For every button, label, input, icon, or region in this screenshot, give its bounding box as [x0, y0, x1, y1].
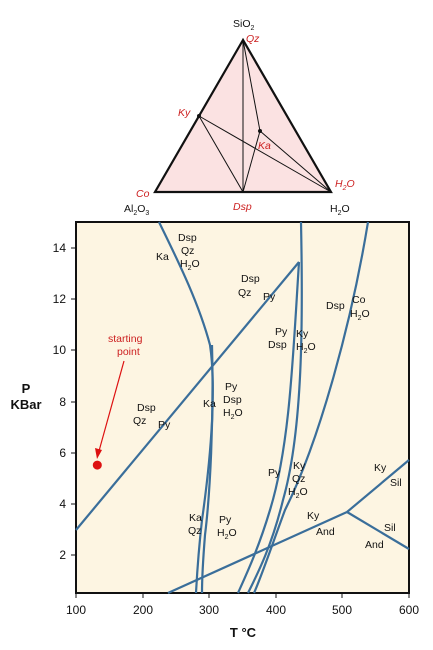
field-label: Py [263, 291, 276, 303]
field-label: Py [158, 419, 171, 431]
x-tick-label: 400 [266, 603, 286, 617]
curve-sil-and [346, 511, 410, 550]
starting-point-arrowhead [95, 448, 102, 459]
x-tick-label: 200 [133, 603, 153, 617]
field-label: Qz [188, 525, 201, 537]
tie-line-ka-dsp [242, 130, 261, 193]
x-axis-label: T °C [230, 625, 257, 640]
y-tick-label: 10 [53, 343, 67, 357]
field-label: Dsp [137, 402, 156, 414]
field-label: Dsp [241, 273, 260, 285]
field-label: Dsp [178, 232, 197, 244]
x-tick-label: 500 [332, 603, 352, 617]
field-label: Ka [156, 251, 169, 263]
field-label: H2O [296, 341, 316, 355]
tie-line-qz-ka [242, 39, 261, 132]
field-label: Dsp [268, 339, 287, 351]
field-label: Sil [390, 477, 402, 489]
field-label: Py [219, 514, 232, 526]
x-tick-label: 100 [66, 603, 86, 617]
curve-ka-left-lower [200, 344, 214, 594]
field-label: Ky [293, 460, 306, 472]
field-label: Ky [307, 510, 320, 522]
field-label: H2O [288, 486, 308, 500]
curve-inner-1 [236, 261, 301, 594]
y-tick-label: 12 [53, 292, 67, 306]
curve-inner-2 [247, 221, 303, 594]
field-label: Ky [296, 328, 309, 340]
y-tick-label: 8 [59, 395, 66, 409]
field-label: Dsp [223, 394, 242, 406]
field-label: And [316, 526, 335, 538]
field-label: Co [352, 294, 366, 306]
field-labels: Dsp Qz Ka H2O Dsp Qz Py Dsp Co H2O Py Ky… [133, 232, 402, 551]
field-label: H2O [223, 407, 243, 421]
field-label: Ka [203, 398, 216, 410]
field-label: Qz [238, 287, 251, 299]
tie-line-ky-dsp [198, 115, 244, 193]
x-tick-label: 600 [399, 603, 419, 617]
ka-label: Ka [258, 140, 271, 152]
curve-ky-and [167, 510, 348, 595]
dsp-label: Dsp [233, 201, 252, 213]
tie-line-ky-h2o [198, 115, 332, 193]
apex-right-phase: H2O [335, 178, 355, 192]
field-label: Sil [384, 522, 396, 534]
starting-point-arrow [98, 360, 125, 452]
curve-dsp-co-h2o [252, 221, 370, 594]
curve-ky-sil [346, 459, 410, 513]
tie-line-ka-h2o [259, 130, 332, 193]
y-tick-label: 14 [53, 241, 67, 255]
starting-point-marker [92, 460, 102, 470]
pt-plot: starting point Dsp Qz Ka H2O Dsp Qz Py D… [10, 221, 419, 640]
starting-point-label-1: starting [108, 333, 143, 345]
apex-left-label: Al2O3 [124, 203, 149, 217]
field-label: Ka [189, 512, 202, 524]
ky-point [197, 114, 201, 118]
y-tick-label: 2 [59, 548, 66, 562]
apex-top-label: SiO2 [233, 18, 255, 32]
field-label: H2O [217, 527, 237, 541]
curve-dsp-qz-py [75, 261, 300, 531]
field-label: Qz [133, 415, 146, 427]
y-tick-label: 4 [59, 497, 66, 511]
field-label: Qz [292, 473, 305, 485]
ky-label: Ky [178, 107, 191, 119]
field-label: H2O [350, 308, 370, 322]
field-label: And [365, 539, 384, 551]
y-tick-label: 6 [59, 446, 66, 460]
apex-left-phase: Co [136, 188, 150, 200]
field-label: Ky [374, 462, 387, 474]
apex-top-phase: Qz [246, 33, 260, 45]
y-axis-label-line1: P [22, 381, 31, 396]
field-label: Py [275, 326, 288, 338]
tick-marks [71, 247, 410, 598]
apex-right-label: H2O [330, 203, 350, 217]
field-label: H2O [180, 258, 200, 272]
y-axis-label-line2: KBar [10, 397, 41, 412]
ternary-diagram: SiO2 Qz Ky Ka Co H2O Dsp Al2O3 H2O [124, 18, 355, 217]
plot-area [75, 221, 410, 594]
field-label: Py [225, 381, 238, 393]
x-tick-label: 300 [199, 603, 219, 617]
reaction-curves [75, 221, 410, 595]
field-label: Qz [181, 245, 194, 257]
starting-point-label-2: point [117, 346, 140, 358]
ka-point [258, 129, 262, 133]
field-label: Dsp [326, 300, 345, 312]
field-label: Py [268, 467, 281, 479]
